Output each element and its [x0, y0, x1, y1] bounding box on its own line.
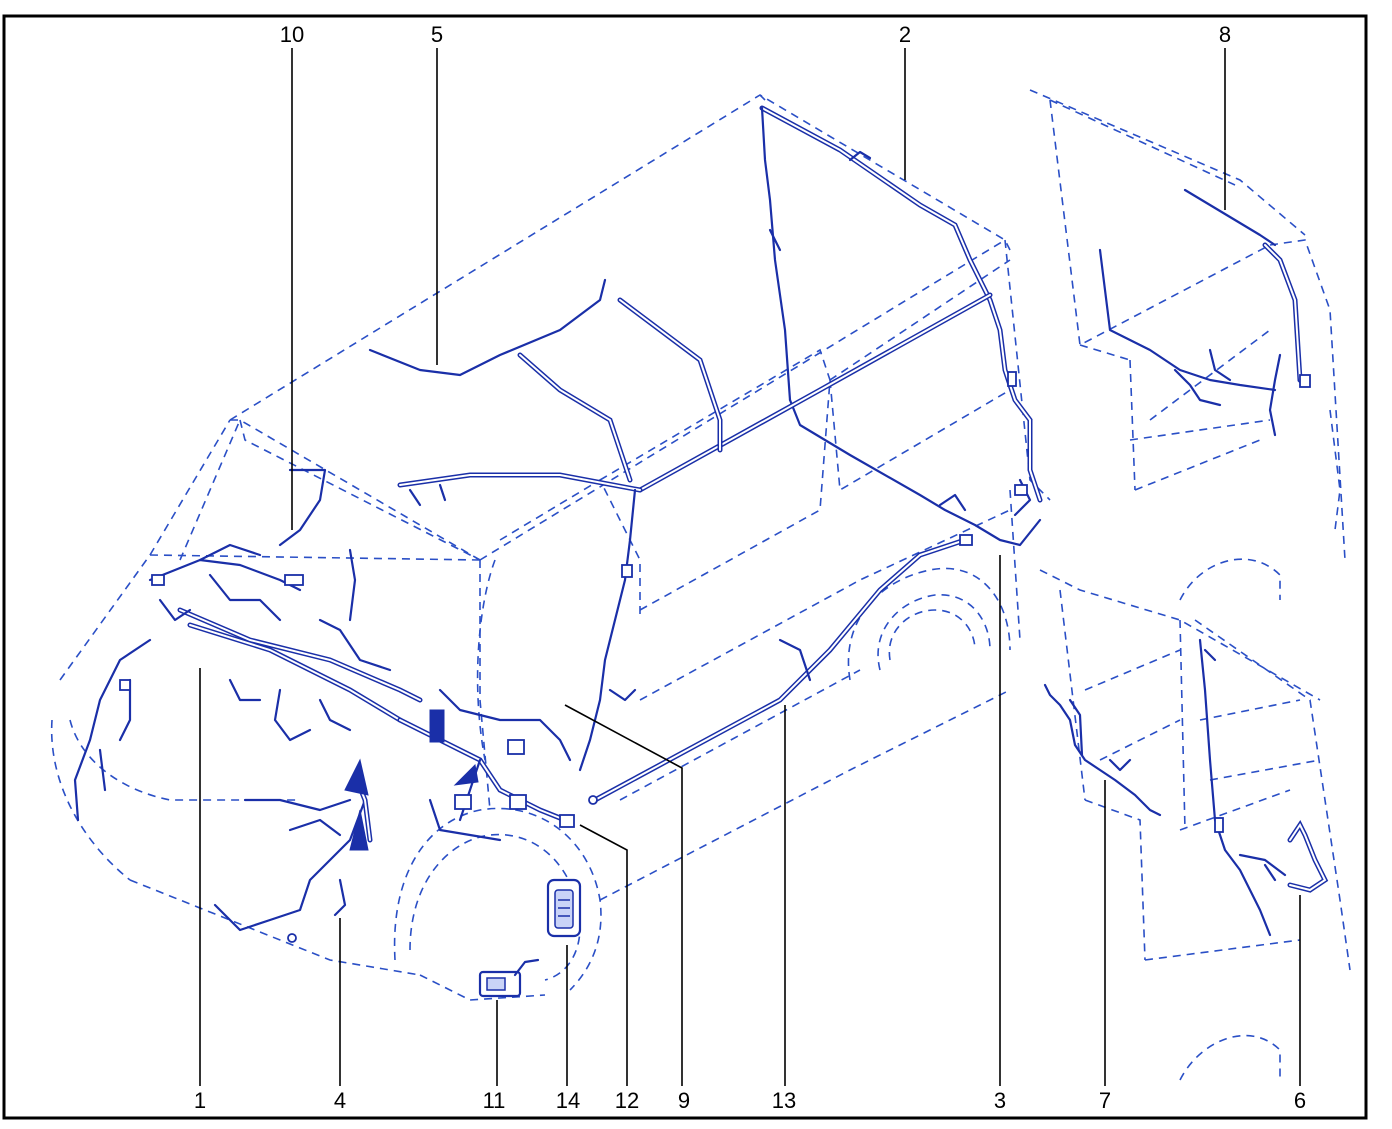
- harness-5-upper: [368, 278, 723, 507]
- leader-lines: [199, 48, 1301, 1086]
- diagram-border: [2, 14, 1368, 1120]
- callout-7: 7: [1098, 1088, 1112, 1113]
- callout-12: 12: [614, 1088, 640, 1113]
- vehicle-outline: [50, 89, 1351, 1081]
- harness-2-roof: [759, 105, 1043, 503]
- callout-9: 9: [677, 1088, 691, 1113]
- callout-1: 1: [193, 1088, 207, 1113]
- harness-3-side: [637, 292, 1042, 547]
- harness-7-rear-door: [1043, 683, 1162, 817]
- callout-5: 5: [430, 22, 444, 47]
- callout-4: 4: [333, 1088, 347, 1113]
- harness-9-pillar: [578, 488, 637, 772]
- callout-10: 10: [279, 22, 305, 47]
- harness-6-rear-door: [1198, 638, 1329, 937]
- harness-8-rear-door: [1098, 188, 1311, 437]
- harness-12-front: [397, 688, 575, 842]
- part-11-module: [478, 958, 540, 998]
- callout-3: 3: [993, 1088, 1007, 1113]
- callout-8: 8: [1218, 22, 1232, 47]
- callout-13: 13: [771, 1088, 797, 1113]
- harness-13-floor: [588, 534, 973, 805]
- callout-2: 2: [898, 22, 912, 47]
- part-14-connector: [546, 878, 582, 938]
- callout-14: 14: [555, 1088, 581, 1113]
- harness-1-dashboard: [73, 468, 423, 822]
- harness-4-engine: [213, 758, 373, 943]
- callout-11: 11: [482, 1088, 506, 1113]
- callout-6: 6: [1293, 1088, 1307, 1113]
